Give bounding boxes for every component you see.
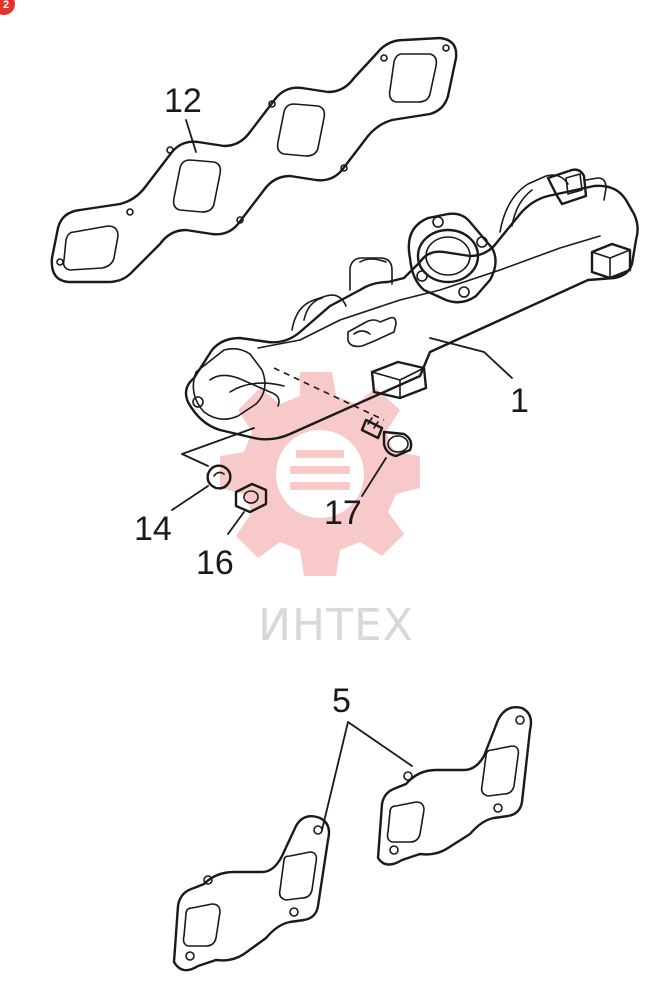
exhaust-gasket-bottom-right [376,706,533,866]
exhaust-gasket-bottom-left [172,815,331,972]
leader-14 [171,485,209,511]
exhaust-manifold [184,168,639,441]
washer-14 [206,464,232,490]
callout-5: 5 [332,682,351,720]
callout-17: 17 [324,494,362,532]
callout-12: 12 [164,82,202,120]
badge-label: 2 [3,0,9,11]
watermark-text: ИНТЕХ [258,600,414,651]
leader-12 [185,119,197,153]
exhaust-gasket-top [50,36,458,284]
callout-1: 1 [510,382,529,420]
callout-14: 14 [134,510,172,548]
nut-16 [234,482,268,514]
stud-17 [360,417,413,458]
page-badge: 2 [0,0,15,15]
leader-bracket [181,427,255,467]
leader-16 [227,511,245,535]
watermark-gear-icon [220,372,420,576]
leader-1 [429,337,513,379]
leader-5 [321,721,413,831]
leader-17 [361,457,387,497]
callout-16: 16 [196,544,234,582]
stud-axis-line [273,367,385,421]
